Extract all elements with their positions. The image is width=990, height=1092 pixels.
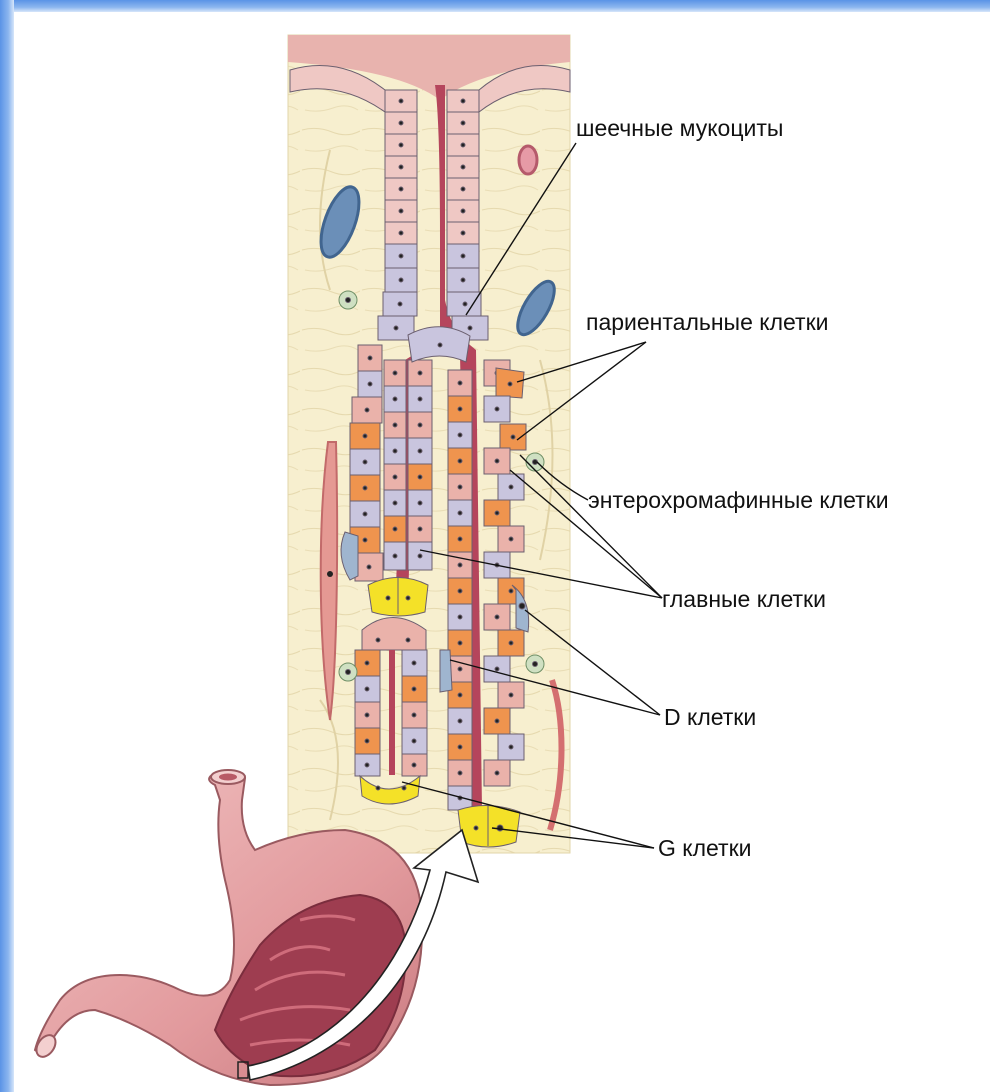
label-chief-cells: главные клетки	[662, 586, 826, 612]
label-enterochromaffin-cells: энтерохромафинные клетки	[588, 487, 889, 513]
label-d-cells: D клетки	[664, 704, 756, 730]
label-parietal-cells: париентальные клетки	[586, 309, 828, 335]
capillary-upper-right	[519, 146, 537, 174]
label-g-cells: G клетки	[658, 835, 752, 861]
label-neck-mucocytes: шеечные мукоциты	[576, 115, 783, 141]
